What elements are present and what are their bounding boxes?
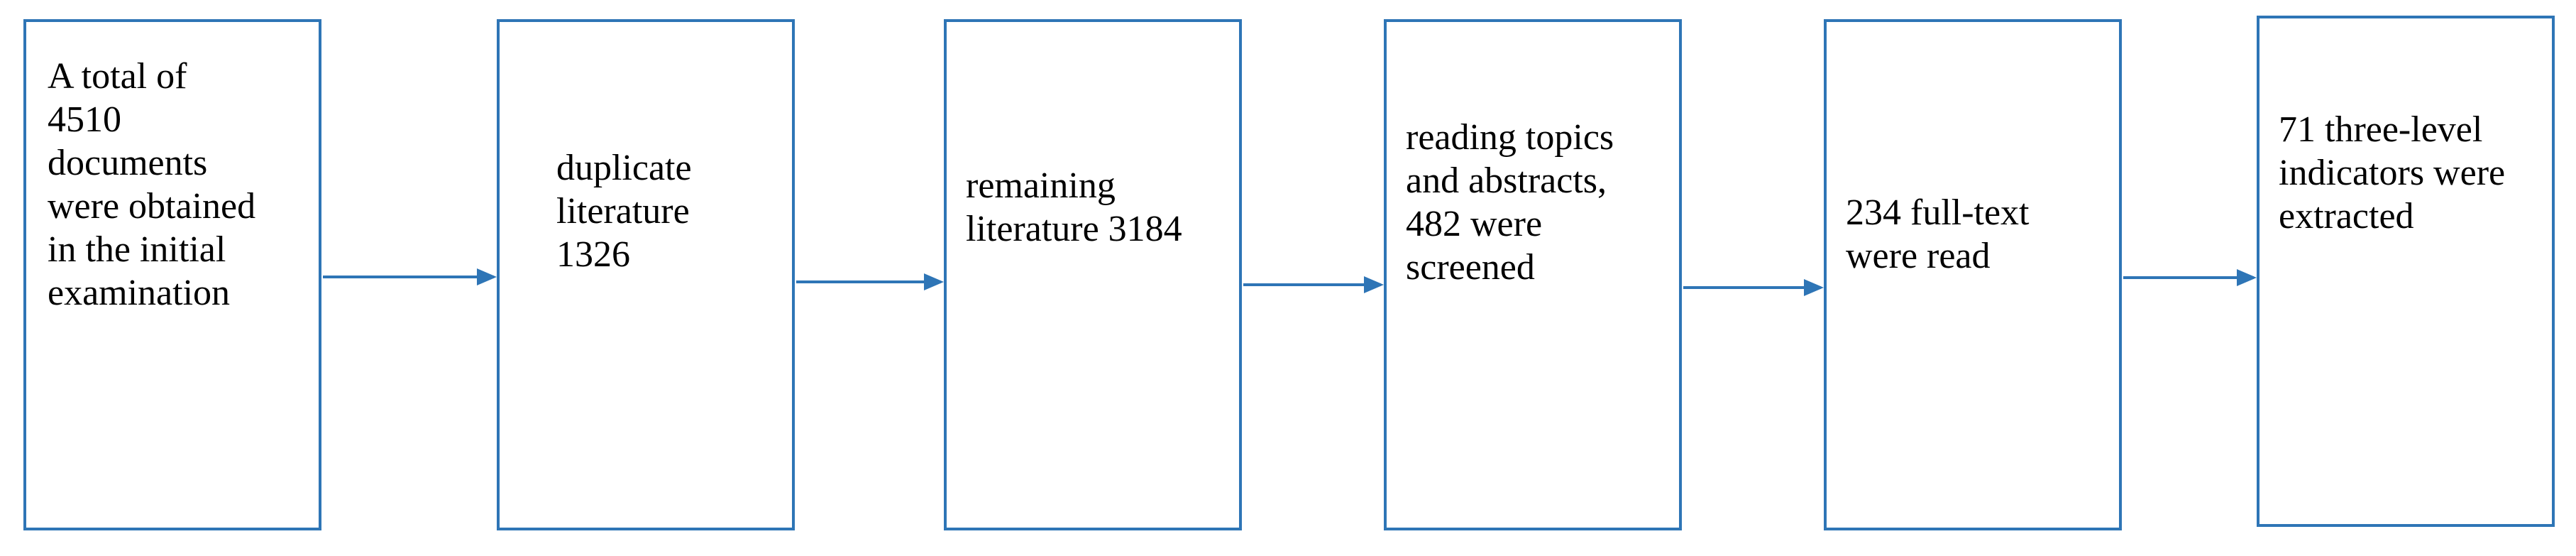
flow-step-5-text: 234 full-text were read <box>1846 192 2030 276</box>
flow-step-1: A total of 4510 documents were obtained … <box>23 19 321 530</box>
flow-step-2-text: duplicate literature 1326 <box>556 148 692 275</box>
flow-step-4-text: reading topics and abstracts, 482 were s… <box>1406 117 1614 288</box>
flow-step-5: 234 full-text were read <box>1824 19 2122 530</box>
flow-step-3-text: remaining literature 3184 <box>966 165 1182 249</box>
flow-step-2: duplicate literature 1326 <box>497 19 795 530</box>
flow-step-3: remaining literature 3184 <box>944 19 1242 530</box>
flow-step-1-text: A total of 4510 documents were obtained … <box>48 56 256 313</box>
flow-step-6-text: 71 three-level indicators were extracted <box>2279 109 2506 236</box>
flow-step-6: 71 three-level indicators were extracted <box>2257 16 2555 527</box>
flow-step-4: reading topics and abstracts, 482 were s… <box>1384 19 1682 530</box>
